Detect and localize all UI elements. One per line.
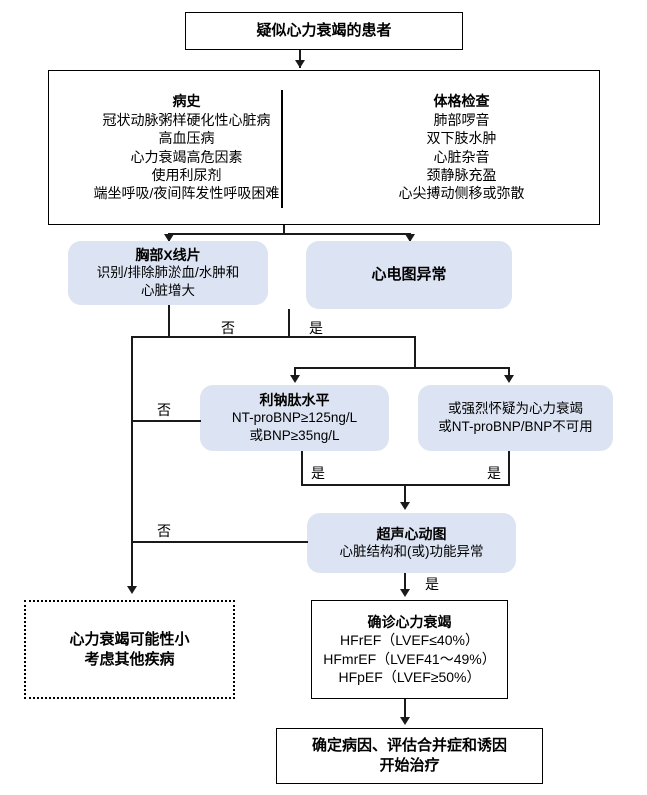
arrowhead-to-echo [400, 502, 410, 510]
edge-label-yes-strong: 是 [487, 465, 501, 481]
arrowhead-suspected-to-exam [295, 60, 305, 68]
chest-xray-title: 胸部X线片 [135, 246, 201, 263]
node-treatment: 确定病因、评估合并症和诱因 开始治疗 [276, 728, 543, 784]
connector-row3-bus [131, 336, 415, 338]
connector-suspected-to-exam [299, 50, 301, 68]
node-chest-xray: 胸部X线片 识别/排除肺淤血/水肿和 心脏增大 [68, 241, 268, 305]
connector-left-spine [131, 336, 133, 590]
node-ecg-abnormal: 心电图异常 [306, 241, 512, 309]
arrowhead-to-unlikely [127, 586, 137, 594]
node-suspected-hf-patient-label: 疑似心力衰竭的患者 [256, 22, 392, 40]
connector-np-yes-down [301, 451, 303, 485]
connector-xray-no-down [168, 305, 170, 336]
connector-np-split [294, 367, 509, 369]
confirmed-hf-line-2: HFpEF（LVEF≥50%） [338, 668, 481, 685]
arrowhead-to-confirmed [400, 589, 410, 597]
history-item-4: 端坐呼吸/夜间阵发性呼吸困难 [93, 185, 280, 202]
edge-label-no-xray: 否 [221, 320, 235, 336]
treatment-line-1: 开始治疗 [379, 757, 440, 774]
connector-np-no-to-spine [131, 420, 201, 422]
arrowhead-to-natriuretic [290, 375, 300, 383]
edge-label-yes-np: 是 [311, 465, 325, 481]
edge-label-no-echo: 否 [157, 523, 171, 539]
connector-to-strong-suspicion [508, 367, 510, 380]
confirmed-hf-line-0: HFrEF（LVEF≤40%） [340, 632, 479, 649]
history-title: 病史 [172, 93, 201, 110]
history-item-1: 高血压病 [158, 130, 215, 147]
connector-to-natriuretic [294, 367, 296, 380]
connector-strong-yes-down [508, 451, 510, 485]
connector-echo-no-to-spine [131, 541, 308, 543]
arrowhead-to-strong-suspicion [504, 375, 514, 383]
node-confirmed-hf: 确诊心力衰竭 HFrEF（LVEF≤40%） HFmrEF（LVEF41～49%… [311, 600, 508, 699]
history-item-0: 冠状动脉粥样硬化性心脏病 [102, 111, 271, 128]
column-history: 病史 冠状动脉粥样硬化性心脏病 高血压病 心力衰竭高危因素 使用利尿剂 端坐呼吸… [49, 71, 324, 224]
connector-confirmed-to-treatment [404, 699, 406, 723]
edge-label-yes-echo: 是 [425, 576, 439, 592]
history-item-3: 使用利尿剂 [151, 166, 222, 183]
exam-column-divider [281, 90, 283, 208]
confirmed-hf-line-1: HFmrEF（LVEF41～49%） [323, 650, 496, 667]
exam-columns: 病史 冠状动脉粥样硬化性心脏病 高血压病 心力衰竭高危因素 使用利尿剂 端坐呼吸… [49, 71, 599, 224]
physical-exam-item-3: 颈静脉充盈 [426, 166, 497, 183]
echocardiogram-line-0: 心脏结构和(或)功能异常 [339, 544, 484, 560]
node-history-and-exam: 病史 冠状动脉粥样硬化性心脏病 高血压病 心力衰竭高危因素 使用利尿剂 端坐呼吸… [48, 70, 600, 225]
physical-exam-item-4: 心尖搏动侧移或弥散 [398, 185, 525, 202]
ecg-abnormal-label: 心电图异常 [371, 266, 447, 284]
connector-ecg-yes-down [288, 309, 290, 336]
echocardiogram-title: 超声心动图 [376, 525, 447, 542]
connector-bus-to-np-split [414, 336, 416, 368]
connector-merge-to-echo [404, 484, 406, 506]
node-suspected-hf-patient: 疑似心力衰竭的患者 [185, 12, 463, 50]
hf-unlikely-line-0: 心力衰竭可能性小 [69, 630, 190, 648]
hf-unlikely-line-1: 考虑其他疾病 [84, 650, 175, 668]
edge-label-no-np: 否 [157, 402, 171, 418]
history-item-2: 心力衰竭高危因素 [130, 148, 243, 165]
edge-label-yes-ecg: 是 [309, 320, 323, 336]
arrowhead-to-xray [164, 234, 174, 242]
physical-exam-item-2: 心脏杂音 [433, 148, 490, 165]
connector-exam-split [168, 233, 410, 235]
chest-xray-line-1: 心脏增大 [141, 283, 195, 299]
physical-exam-item-0: 肺部啰音 [433, 111, 490, 128]
strong-suspicion-line-0: 或强烈怀疑为心力衰竭 [448, 401, 583, 417]
treatment-line-0: 确定病因、评估合并症和诱因 [311, 737, 507, 755]
natriuretic-title: 利钠肽水平 [259, 391, 330, 408]
natriuretic-line-0: NT-proBNP≥125ng/L [231, 410, 358, 426]
column-physical-exam: 体格检查 肺部啰音 双下肢水肿 心脏杂音 颈静脉充盈 心尖搏动侧移或弥散 [324, 71, 599, 224]
connector-echo-to-confirmed [404, 573, 406, 595]
arrowhead-to-ecg [405, 234, 415, 242]
node-echocardiogram: 超声心动图 心脏结构和(或)功能异常 [307, 513, 516, 573]
node-hf-unlikely: 心力衰竭可能性小 考虑其他疾病 [24, 600, 235, 699]
chest-xray-line-0: 识别/排除肺淤血/水肿和 [96, 265, 240, 281]
confirmed-hf-title: 确诊心力衰竭 [367, 613, 452, 630]
connector-exam-down [283, 225, 285, 234]
strong-suspicion-line-1: 或NT-proBNP/BNP不可用 [438, 419, 593, 434]
node-strong-suspicion: 或强烈怀疑为心力衰竭 或NT-proBNP/BNP不可用 [418, 385, 613, 451]
natriuretic-line-1: 或BNP≥35ng/L [249, 428, 340, 444]
node-natriuretic-peptide: 利钠肽水平 NT-proBNP≥125ng/L 或BNP≥35ng/L [200, 385, 389, 451]
physical-exam-item-1: 双下肢水肿 [426, 130, 497, 147]
arrowhead-to-treatment [400, 717, 410, 725]
physical-exam-title: 体格检查 [433, 93, 490, 110]
